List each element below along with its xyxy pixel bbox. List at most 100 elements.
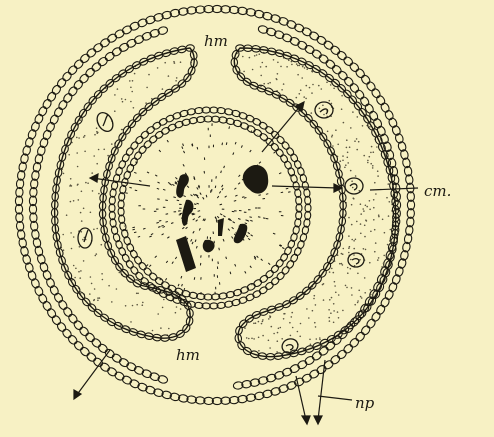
stipple-dot — [164, 265, 166, 267]
stipple-dot — [342, 310, 344, 312]
stipple-dot — [324, 151, 326, 153]
lumen-mark — [183, 196, 185, 197]
stipple-dot — [254, 349, 256, 351]
epithelial-cell — [57, 99, 68, 111]
stipple-dot — [265, 66, 267, 68]
stipple-dot — [418, 328, 420, 330]
stipple-dot — [372, 210, 374, 212]
stipple-dot — [396, 105, 398, 107]
lumen-mark — [206, 195, 207, 197]
lumen-mark — [226, 142, 227, 145]
lumen-mark — [273, 233, 275, 234]
stipple-dot — [97, 300, 99, 302]
stipple-dot — [412, 158, 414, 160]
stipple-dot — [188, 182, 190, 184]
stipple-dot — [378, 54, 380, 56]
stipple-dot — [115, 177, 117, 179]
stipple-dot — [262, 272, 264, 274]
stipple-dot — [167, 159, 169, 161]
lumen-mark — [129, 187, 131, 188]
stipple-dot — [319, 337, 321, 339]
lumen-mark — [222, 185, 223, 187]
stipple-dot — [318, 62, 320, 64]
stipple-dot — [327, 50, 329, 52]
stipple-dot — [209, 97, 211, 99]
lumen-mark — [180, 213, 183, 214]
stipple-dot — [289, 111, 291, 113]
epithelial-cell — [296, 40, 308, 51]
stipple-dot — [291, 312, 293, 314]
stipple-dot — [376, 348, 378, 350]
stipple-dot — [348, 59, 350, 61]
stipple-dot — [366, 188, 368, 190]
epithelial-cell — [281, 140, 291, 150]
stipple-dot — [86, 43, 88, 45]
lumen-mark — [258, 132, 259, 134]
stipple-dot — [318, 85, 320, 87]
stipple-dot — [329, 320, 331, 322]
stipple-dot — [376, 79, 378, 81]
stipple-dot — [386, 310, 388, 312]
stipple-dot — [29, 143, 31, 145]
epithelial-cell — [133, 151, 143, 161]
stipple-dot — [199, 335, 201, 337]
stipple-dot — [329, 299, 331, 301]
stipple-dot — [288, 132, 290, 134]
stipple-dot — [258, 350, 260, 352]
stipple-dot — [321, 88, 323, 90]
stipple-dot — [62, 234, 64, 236]
stipple-dot — [222, 165, 224, 167]
stipple-dot — [329, 156, 331, 158]
epithelial-cell — [276, 135, 286, 145]
stipple-dot — [51, 76, 53, 78]
stipple-dot — [318, 244, 320, 246]
stipple-dot — [204, 348, 206, 350]
stipple-dot — [81, 340, 83, 342]
stipple-dot — [274, 221, 276, 223]
stipple-dot — [228, 276, 230, 278]
stipple-dot — [318, 251, 320, 253]
stipple-dot — [263, 214, 265, 216]
stipple-dot — [63, 357, 65, 359]
stipple-dot — [363, 155, 365, 157]
stipple-dot — [290, 90, 292, 92]
stipple-dot — [357, 116, 359, 118]
stipple-dot — [290, 137, 292, 139]
lumen-mark — [134, 232, 136, 233]
stipple-dot — [137, 195, 139, 197]
stipple-dot — [352, 210, 354, 212]
stipple-dot — [42, 225, 44, 227]
epithelial-cell — [61, 71, 73, 83]
stipple-dot — [132, 80, 134, 82]
stipple-dot — [302, 146, 304, 148]
epithelial-cell — [337, 70, 349, 82]
stipple-dot — [252, 69, 254, 71]
stipple-dot — [243, 71, 245, 73]
stipple-dot — [290, 335, 292, 337]
epithelial-cell — [125, 259, 135, 269]
stipple-dot — [312, 310, 314, 312]
stipple-dot — [236, 160, 238, 162]
epithelial-cell — [148, 134, 158, 144]
stipple-dot — [74, 58, 76, 60]
epithelial-cell — [285, 259, 295, 269]
stipple-dot — [83, 325, 85, 327]
epithelial-cell — [145, 125, 155, 135]
stipple-dot — [302, 145, 304, 147]
lumen-mark — [235, 142, 236, 144]
epithelial-cell — [258, 121, 268, 131]
stipple-dot — [370, 98, 372, 100]
stipple-dot — [408, 323, 410, 325]
stipple-dot — [228, 100, 230, 102]
stipple-dot — [408, 239, 410, 241]
stipple-dot — [66, 60, 68, 62]
stipple-dot — [168, 328, 170, 330]
stipple-dot — [316, 171, 318, 173]
stipple-dot — [334, 281, 336, 283]
stipple-dot — [201, 167, 203, 169]
stipple-dot — [322, 105, 324, 107]
stipple-dot — [278, 365, 280, 367]
stipple-dot — [407, 325, 409, 327]
lumen-mark — [203, 197, 204, 199]
stipple-dot — [142, 302, 144, 304]
